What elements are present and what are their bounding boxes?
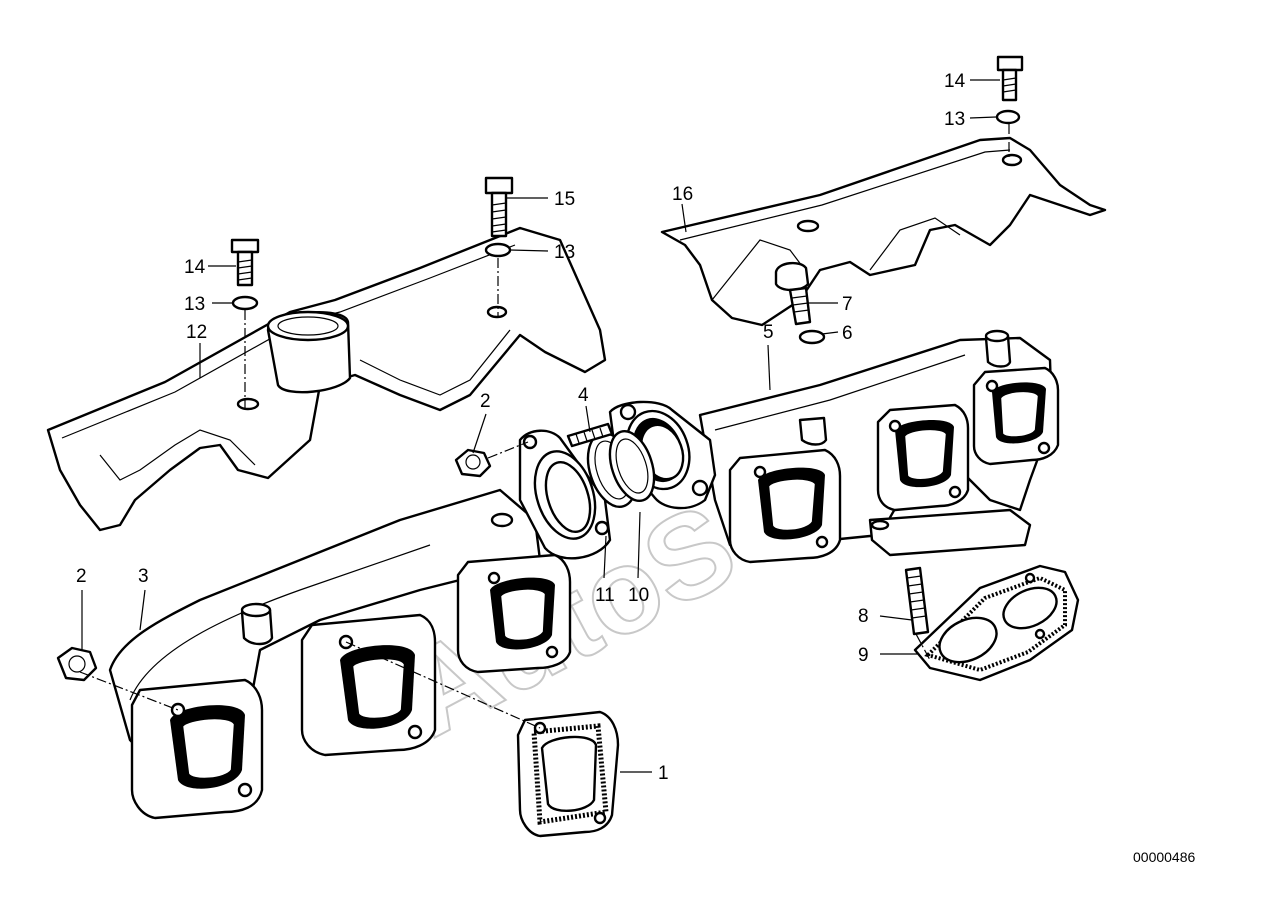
callout-13-mid: 13 bbox=[554, 242, 575, 263]
callout-7: 7 bbox=[842, 294, 853, 315]
hex-bolt-7[interactable] bbox=[774, 261, 812, 326]
pipe-clamp-flange[interactable] bbox=[518, 429, 612, 560]
hex-nut-2-rear[interactable] bbox=[454, 448, 492, 478]
hex-bolt-14-left[interactable] bbox=[230, 238, 260, 287]
callout-3: 3 bbox=[138, 566, 149, 587]
callout-2-rear: 2 bbox=[480, 391, 491, 412]
leader-lines bbox=[81, 79, 1000, 773]
outlet-gasket[interactable] bbox=[913, 564, 1080, 682]
callout-6: 6 bbox=[842, 323, 853, 344]
washer-13-left[interactable] bbox=[231, 295, 259, 311]
callout-12: 12 bbox=[186, 322, 207, 343]
callout-5: 5 bbox=[763, 322, 774, 343]
callout-8: 8 bbox=[858, 606, 869, 627]
callout-10: 10 bbox=[628, 585, 649, 606]
washer-6[interactable] bbox=[798, 329, 826, 345]
callout-14-left: 14 bbox=[184, 257, 206, 278]
hex-bolt-14-right[interactable] bbox=[996, 55, 1024, 102]
stud-4[interactable] bbox=[566, 422, 614, 448]
callout-1: 1 bbox=[658, 763, 669, 784]
washer-13-mid[interactable] bbox=[484, 242, 512, 258]
heat-shield-right[interactable] bbox=[660, 136, 1107, 327]
callout-15: 15 bbox=[554, 189, 575, 210]
document-number: 00000486 bbox=[1133, 849, 1196, 865]
callout-11: 11 bbox=[595, 585, 615, 606]
callout-labels: 1 2 2 3 4 5 6 7 8 9 10 11 12 13 13 13 14… bbox=[76, 71, 966, 784]
stud-8[interactable] bbox=[904, 566, 930, 636]
callout-9: 9 bbox=[858, 645, 869, 666]
assembly-lines bbox=[79, 124, 1010, 729]
manifold-gasket-front[interactable] bbox=[516, 710, 620, 838]
hex-nut-2-front[interactable] bbox=[56, 646, 98, 682]
exhaust-manifold-front[interactable] bbox=[108, 488, 572, 820]
callout-13-left: 13 bbox=[184, 294, 205, 315]
callout-13-right: 13 bbox=[944, 109, 965, 130]
hex-bolt-15[interactable] bbox=[484, 176, 514, 238]
sealing-ring[interactable] bbox=[579, 426, 662, 513]
callout-2-front: 2 bbox=[76, 566, 87, 587]
callout-16: 16 bbox=[672, 184, 693, 205]
washer-13-right[interactable] bbox=[995, 109, 1021, 125]
exhaust-manifold-rear[interactable] bbox=[608, 329, 1060, 564]
heat-shield-left[interactable] bbox=[46, 226, 607, 532]
callout-14-right: 14 bbox=[944, 71, 966, 92]
callout-4: 4 bbox=[578, 385, 589, 406]
